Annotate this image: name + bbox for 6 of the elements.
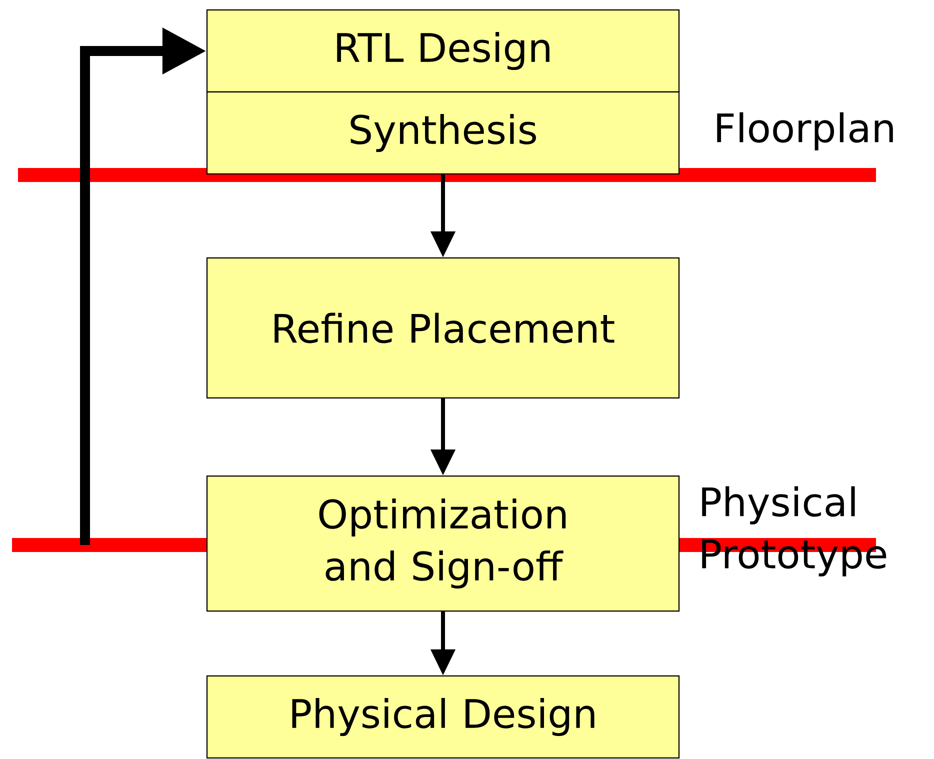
process-box: Refine Placement <box>206 257 680 399</box>
process-box: Optimization and Sign-off <box>206 475 680 612</box>
process-box: Synthesis <box>206 91 680 175</box>
stage-label: Floorplan <box>717 112 893 150</box>
process-box: RTL Design <box>206 9 680 93</box>
process-box: Physical Design <box>206 675 680 759</box>
